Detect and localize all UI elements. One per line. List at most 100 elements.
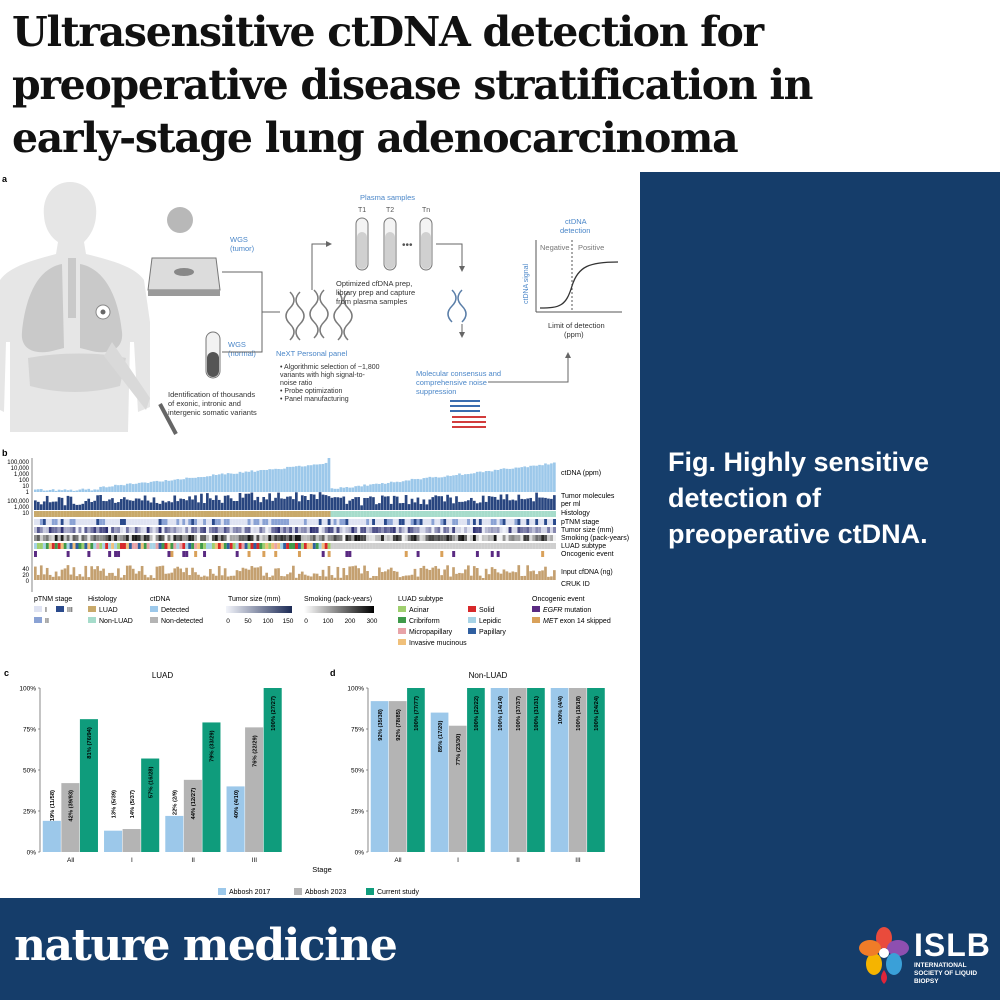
- tumor-size-cell: [42, 527, 46, 533]
- tumor-size-cell: [120, 527, 123, 533]
- subtype-cell: [265, 543, 269, 549]
- smoking-cell: [493, 535, 497, 541]
- tumor-molecule-bar: [472, 500, 476, 510]
- panel-dna-helix-1: [285, 291, 305, 341]
- bar-abbosh-2023: [245, 727, 264, 852]
- smoking-cell: [496, 535, 500, 541]
- histology-cell: [238, 511, 242, 517]
- smoking-cell: [200, 535, 204, 541]
- tumor-size-cell: [295, 527, 298, 533]
- bar-abbosh-2017: [490, 688, 509, 852]
- stage-cell: [69, 519, 73, 525]
- tumor-size-cell: [300, 527, 304, 533]
- histology-cell: [523, 511, 527, 517]
- stage-cell: [253, 519, 257, 525]
- input-cfdna-bar: [229, 575, 233, 580]
- input-cfdna-bar: [69, 574, 73, 580]
- input-cfdna-bar: [253, 567, 257, 580]
- histology-cell: [247, 511, 251, 517]
- tumor-molecule-bar: [152, 497, 156, 510]
- tumor-molecule-bar: [280, 498, 283, 510]
- bar-abbosh-2023: [122, 829, 141, 852]
- ctdna-bar: [422, 478, 426, 492]
- subtype-cell: [324, 543, 328, 549]
- input-cfdna-bar: [502, 569, 506, 580]
- tumor-size-cell: [389, 527, 393, 533]
- smoking-cell: [84, 535, 88, 541]
- ctdna-bar: [467, 474, 470, 492]
- tumor-molecule-bar: [208, 498, 212, 510]
- subtype-cell: [149, 543, 153, 549]
- caption-line-3: preoperative ctDNA.: [668, 519, 928, 549]
- stage-cell: [428, 519, 432, 525]
- bar-abbosh-2023: [388, 701, 407, 852]
- histology-cell: [99, 511, 103, 517]
- tumor-molecule-bar: [90, 502, 94, 510]
- stage-cell: [330, 519, 334, 525]
- smoking-cell: [529, 535, 533, 541]
- histology-cell: [244, 511, 248, 517]
- input-cfdna-bar: [200, 576, 203, 580]
- stage-cell: [229, 519, 233, 525]
- drop-icon: [881, 970, 887, 984]
- histology-cell: [342, 511, 346, 517]
- smoking-cell: [108, 535, 112, 541]
- stage-cell: [443, 519, 447, 525]
- subtype-cell: [484, 543, 488, 549]
- stage-cell: [42, 519, 46, 525]
- stage-cell: [149, 519, 153, 525]
- smoking-cell: [229, 535, 233, 541]
- tumor-molecule-bar: [348, 500, 352, 510]
- tumor-molecule-bar: [72, 503, 76, 510]
- legend-swatch-met: [532, 617, 540, 623]
- smoking-cell: [446, 535, 450, 541]
- stage-cell: [241, 519, 245, 525]
- subtype-cell: [354, 543, 358, 549]
- subtype-cell: [48, 543, 52, 549]
- input-cfdna-bar: [523, 575, 527, 580]
- oncogenic-cell: [416, 551, 420, 557]
- tumor-molecule-bar: [514, 500, 518, 510]
- smoking-cell: [203, 535, 207, 541]
- histology-cell: [434, 511, 438, 517]
- input-cfdna-bar: [146, 577, 150, 580]
- histology-cell: [57, 511, 61, 517]
- ctdna-bar: [446, 475, 449, 492]
- stage-cell: [72, 519, 76, 525]
- subtype-cell: [238, 543, 242, 549]
- x-tick-label: III: [575, 857, 581, 864]
- caption-panel: Fig. Highly sensitive detection of preop…: [640, 172, 1000, 898]
- subtype-cell: [223, 543, 227, 549]
- ctdna-bar: [235, 473, 239, 492]
- title-line-3: early-stage lung adenocarcinoma: [12, 114, 739, 162]
- tumor-size-cell: [128, 527, 132, 533]
- ctdna-bar: [102, 486, 105, 492]
- tumor-size-cell: [401, 527, 405, 533]
- histology-cell: [535, 511, 539, 517]
- subtype-cell: [508, 543, 512, 549]
- smoking-cell: [452, 535, 456, 541]
- stage-cell: [354, 519, 358, 525]
- histology-cell: [283, 511, 287, 517]
- liver: [28, 353, 126, 392]
- histology-cell: [87, 511, 91, 517]
- legend-met-gene: MET: [543, 618, 559, 625]
- tumor-size-cell: [102, 527, 106, 533]
- row-label-tumor: Tumor molecules: [561, 493, 615, 500]
- input-cfdna-bar: [244, 568, 248, 580]
- stage-cell: [206, 519, 209, 525]
- ctdna-bar: [366, 485, 369, 492]
- stage-cell: [111, 519, 115, 525]
- legend-ptnm-title: pTNM stage: [34, 596, 72, 603]
- subtype-cell: [505, 543, 509, 549]
- tumor-size-cell: [440, 527, 444, 533]
- input-cfdna-bar: [72, 567, 76, 580]
- histology-cell: [253, 511, 257, 517]
- input-cfdna-bar: [208, 568, 212, 580]
- input-cfdna-bar: [517, 565, 521, 580]
- tumor-molecule-bar: [422, 499, 426, 510]
- ctdna-bar: [360, 486, 363, 492]
- input-cfdna-bar: [134, 573, 138, 580]
- input-cfdna-bar: [167, 573, 171, 580]
- smoking-cell: [389, 535, 393, 541]
